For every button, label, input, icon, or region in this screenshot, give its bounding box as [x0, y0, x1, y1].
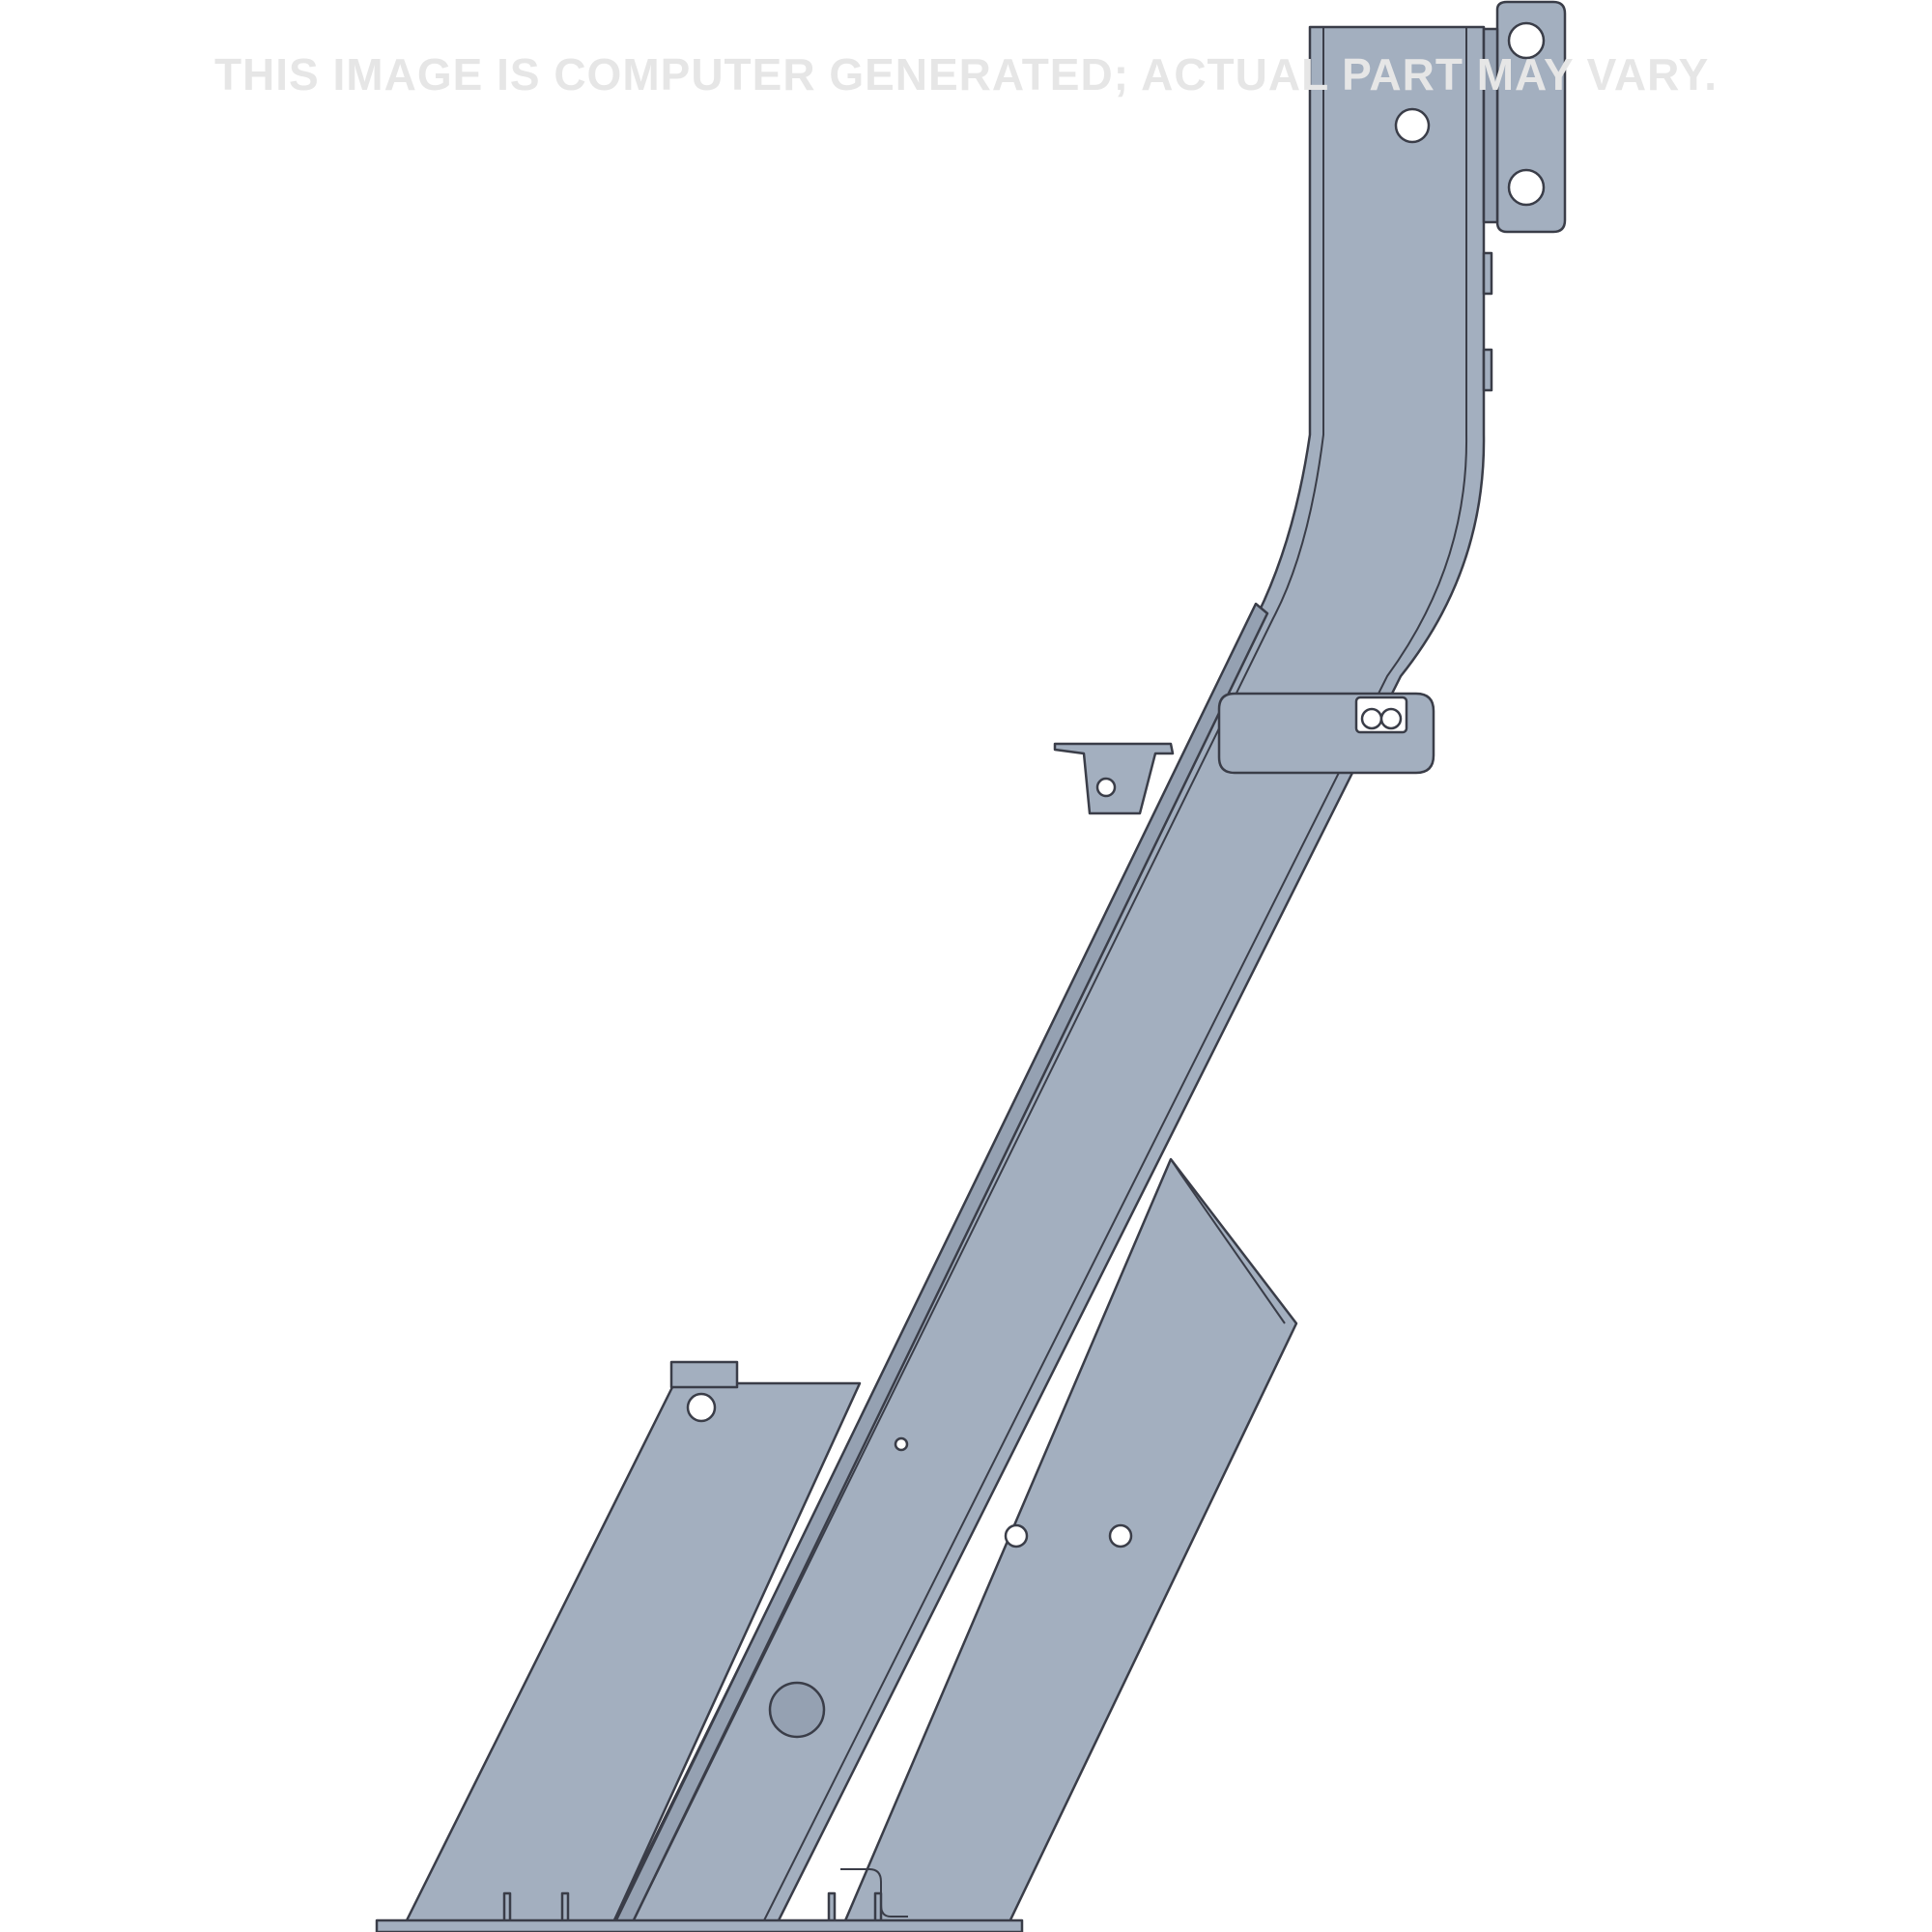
clamp-slot-hole-left [1360, 707, 1383, 730]
bottom-small-tab-4 [873, 1891, 883, 1924]
top-plate-hole-lower [1507, 168, 1546, 207]
base-plate [375, 1918, 1024, 1932]
tube-inner-edge-left [627, 27, 1324, 1932]
bottom-small-tab-2 [560, 1891, 570, 1924]
bottom-small-tab-3 [827, 1891, 837, 1924]
tube-small-hole [894, 1436, 909, 1452]
tube-top-hole [1394, 107, 1431, 144]
plate-edge [1482, 27, 1499, 224]
bottom-small-tab-1 [502, 1891, 512, 1924]
gusset-top-tab [669, 1360, 739, 1389]
rear-plate-hole-right [1108, 1523, 1133, 1548]
small-l-bracket [1053, 742, 1175, 815]
tube-large-boss [768, 1681, 826, 1739]
tube-inner-edge-right [757, 27, 1468, 1932]
front-flange-strip [609, 602, 1269, 1932]
l-bracket-hole [1095, 777, 1117, 798]
rear-gusset-edge [1170, 1158, 1286, 1324]
rear-plate-hole-left [1004, 1523, 1029, 1548]
main-upright-tube [607, 25, 1486, 1932]
front-plate-hole [686, 1392, 717, 1423]
side-tab-lower [1482, 348, 1493, 392]
side-tab-upper [1482, 251, 1493, 296]
clamp-slot-hole-right [1379, 707, 1403, 730]
top-plate-hole-upper [1507, 21, 1546, 60]
rear-gusset-plate [838, 1157, 1298, 1932]
